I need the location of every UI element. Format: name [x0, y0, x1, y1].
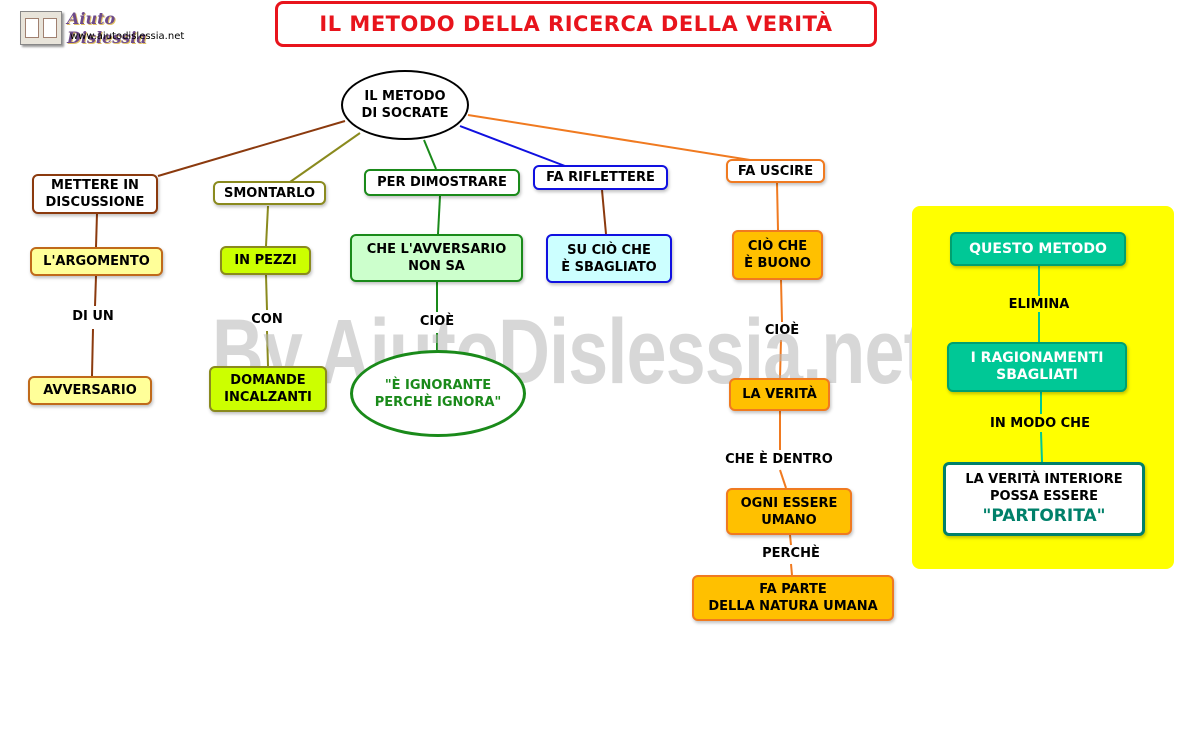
verita-line1: LA VERITÀ INTERIORE [965, 472, 1123, 487]
logo-url[interactable]: www.aiutodislessia.net [70, 31, 185, 42]
node-fa-riflettere: FA RIFLETTERE [533, 165, 668, 190]
node-ignorante: "È IGNORANTE PERCHÈ IGNORA" [350, 350, 526, 437]
root-node: IL METODO DI SOCRATE [341, 70, 469, 140]
sidebox: QUESTO METODO ELIMINA I RAGIONAMENTI SBA… [912, 206, 1174, 569]
node-domande-incalzanti: DOMANDE INCALZANTI [209, 366, 327, 412]
logo-name: Aiuto Dislessia [67, 9, 147, 47]
link-con: CON [251, 312, 283, 327]
link-cioe-green: CIOÈ [419, 314, 455, 329]
node-per-dimostrare: PER DIMOSTRARE [364, 169, 520, 196]
node-argomento: L'ARGOMENTO [30, 247, 163, 276]
node-natura-umana: FA PARTE DELLA NATURA UMANA [692, 575, 894, 621]
node-ogni-essere-umano: OGNI ESSERE UMANO [726, 488, 852, 535]
link-cioe-orange: CIOÈ [764, 323, 800, 338]
node-questo-metodo: QUESTO METODO [950, 232, 1126, 266]
link-elimina: ELIMINA [1008, 297, 1070, 312]
node-in-pezzi: IN PEZZI [220, 246, 311, 275]
page-title: IL METODO DELLA RICERCA DELLA VERITÀ [275, 1, 877, 47]
link-che-e-dentro: CHE È DENTRO [725, 452, 833, 467]
page-title-text: IL METODO DELLA RICERCA DELLA VERITÀ [319, 12, 833, 36]
node-ragionamenti-sbagliati: I RAGIONAMENTI SBAGLIATI [947, 342, 1127, 392]
node-che-avversario-non-sa: CHE L'AVVERSARIO NON SA [350, 234, 523, 282]
link-in-modo-che: IN MODO CHE [990, 416, 1090, 431]
logo: Aiuto Dislessia www.aiutodislessia.net [20, 9, 185, 47]
link-di-un: DI UN [72, 309, 114, 324]
node-cio-buono: CIÒ CHE È BUONO [732, 230, 823, 280]
node-la-verita: LA VERITÀ [729, 378, 830, 411]
node-avversario: AVVERSARIO [28, 376, 152, 405]
link-perche: PERCHÈ [762, 546, 820, 561]
sidebox-connectors [1038, 266, 1043, 463]
node-smontarlo: SMONTARLO [213, 181, 326, 205]
node-fa-uscire: FA USCIRE [726, 159, 825, 183]
logo-book-icon [20, 11, 62, 45]
verita-partorita: "PARTORITA" [982, 506, 1106, 526]
node-verita-interiore: LA VERITÀ INTERIORE POSSA ESSERE "PARTOR… [943, 462, 1145, 536]
node-su-cio-sbagliato: SU CIÒ CHE È SBAGLIATO [546, 234, 672, 283]
node-mettere-in-discussione: METTERE IN DISCUSSIONE [32, 174, 158, 214]
verita-line2: POSSA ESSERE [989, 489, 1099, 504]
